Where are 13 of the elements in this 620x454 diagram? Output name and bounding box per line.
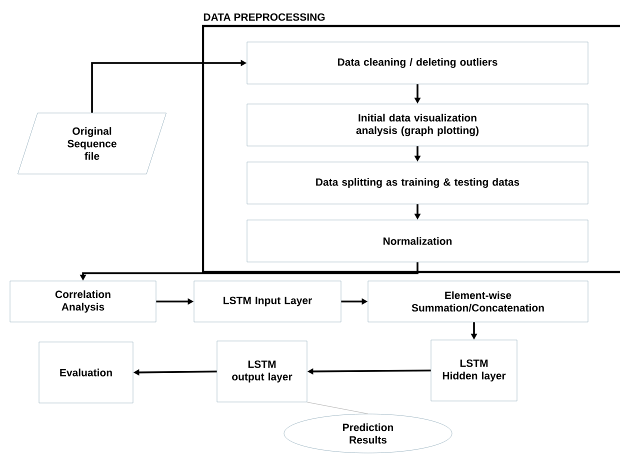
process-box: Element-wise Summation/Concatenation — [368, 280, 588, 322]
process-box: Correlation Analysis — [10, 280, 156, 322]
process-box: Evaluation — [38, 342, 134, 404]
process-box: LSTM Input Layer — [194, 280, 342, 322]
node-label: DATA PREPROCESSING — [204, 13, 325, 21]
process-box: Data cleaning / deleting outliers — [246, 42, 588, 84]
process-box: Initial data visualization analysis (graph plotting) — [246, 104, 588, 146]
process-box: Normalization — [246, 220, 588, 262]
process-box: LSTM Hidden layer — [430, 340, 518, 402]
leader-line — [306, 402, 368, 414]
data-parallelogram: Original Sequence file — [18, 112, 166, 174]
process-box: LSTM output layer — [216, 340, 308, 402]
process-box: Data splitting as training & testing datas — [246, 162, 588, 204]
